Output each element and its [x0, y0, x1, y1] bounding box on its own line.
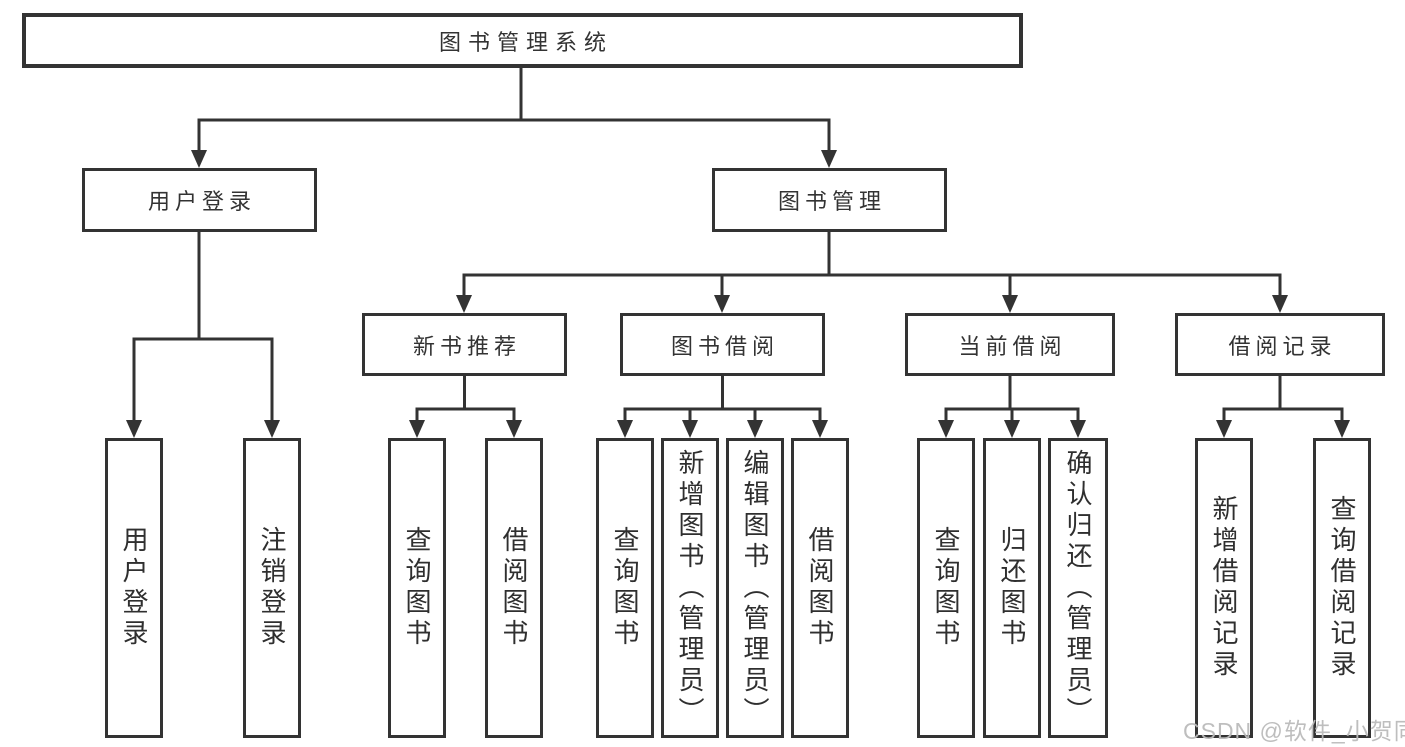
arrow-down-icon: [617, 420, 633, 438]
arrow-down-icon: [1272, 295, 1288, 313]
leaf-label: 查询图书: [931, 526, 961, 650]
leaf-add-books-admin: 新增图书（管理员）: [661, 438, 719, 738]
leaf-query-borrow-record: 查询借阅记录: [1313, 438, 1371, 738]
leaf-borrow-books-recommend: 借阅图书: [485, 438, 543, 738]
leaf-return-books: 归还图书: [983, 438, 1041, 738]
arrow-down-icon: [126, 420, 142, 438]
connector-borrowrecords-to-leaves: [1222, 376, 1344, 424]
connector-root-to-level2: [197, 68, 831, 154]
arrow-down-icon: [1004, 420, 1020, 438]
arrow-down-icon: [938, 420, 954, 438]
connector-bookmgmt-to-level3: [462, 232, 1282, 299]
leaf-label: 借阅图书: [805, 526, 835, 650]
node-book-management-label: 图书管理: [777, 189, 886, 214]
node-book-management: 图书管理: [712, 168, 947, 232]
leaf-confirm-return-admin: 确认归还（管理员）: [1048, 438, 1108, 738]
leaf-label: 归还图书: [997, 526, 1027, 650]
leaf-edit-books-admin: 编辑图书（管理员）: [726, 438, 784, 738]
node-borrowing-records: 借阅记录: [1175, 313, 1385, 376]
arrow-down-icon: [747, 420, 763, 438]
leaf-label: 编辑图书（管理员）: [740, 448, 770, 728]
arrow-down-icon: [506, 420, 522, 438]
leaf-label: 注销登录: [257, 526, 287, 650]
node-book-borrowing-label: 图书借阅: [670, 333, 779, 359]
node-borrowing-records-label: 借阅记录: [1228, 333, 1337, 359]
arrow-down-icon: [1334, 420, 1350, 438]
arrow-down-icon: [191, 150, 207, 168]
leaf-label: 查询图书: [402, 526, 432, 650]
leaf-label: 用户登录: [119, 526, 149, 650]
arrow-down-icon: [409, 420, 425, 438]
connector-newbook-to-leaves: [415, 376, 516, 424]
arrow-down-icon: [821, 150, 837, 168]
node-current-borrowing: 当前借阅: [905, 313, 1115, 376]
node-new-book-recommend: 新书推荐: [362, 313, 567, 376]
node-user-login: 用户登录: [82, 168, 317, 232]
node-book-borrowing: 图书借阅: [620, 313, 825, 376]
arrow-down-icon: [264, 420, 280, 438]
leaf-label: 确认归还（管理员）: [1063, 448, 1093, 728]
arrow-down-icon: [456, 295, 472, 313]
arrowhead-icons: [126, 150, 1350, 438]
csdn-watermark: CSDN @软件_小贺同学: [1183, 718, 1405, 744]
leaf-query-books-recommend: 查询图书: [388, 438, 446, 738]
leaf-user-login: 用户登录: [105, 438, 163, 738]
leaf-label: 查询图书: [610, 526, 640, 650]
connector-bookborrow-to-leaves: [623, 376, 822, 424]
arrow-down-icon: [714, 295, 730, 313]
leaf-logout-login: 注销登录: [243, 438, 301, 738]
connector-currentborrow-to-leaves: [944, 376, 1080, 424]
connector-userlogin-to-leaves: [132, 232, 274, 424]
node-new-book-recommend-label: 新书推荐: [412, 333, 521, 359]
node-root: 图书管理系统: [22, 13, 1023, 68]
node-current-borrowing-label: 当前借阅: [958, 333, 1067, 359]
leaf-query-books-current: 查询图书: [917, 438, 975, 738]
leaf-label: 借阅图书: [499, 526, 529, 650]
leaf-borrow-books: 借阅图书: [791, 438, 849, 738]
arrow-down-icon: [812, 420, 828, 438]
arrow-down-icon: [1216, 420, 1232, 438]
node-user-login-label: 用户登录: [147, 189, 256, 214]
arrow-down-icon: [1002, 295, 1018, 313]
leaf-query-books-borrow: 查询图书: [596, 438, 654, 738]
leaf-label: 新增图书（管理员）: [675, 448, 705, 728]
leaf-add-borrow-record: 新增借阅记录: [1195, 438, 1253, 738]
node-root-label: 图书管理系统: [438, 29, 613, 55]
leaf-label: 查询借阅记录: [1327, 495, 1357, 681]
arrow-down-icon: [682, 420, 698, 438]
leaf-label: 新增借阅记录: [1209, 495, 1239, 681]
arrow-down-icon: [1070, 420, 1086, 438]
